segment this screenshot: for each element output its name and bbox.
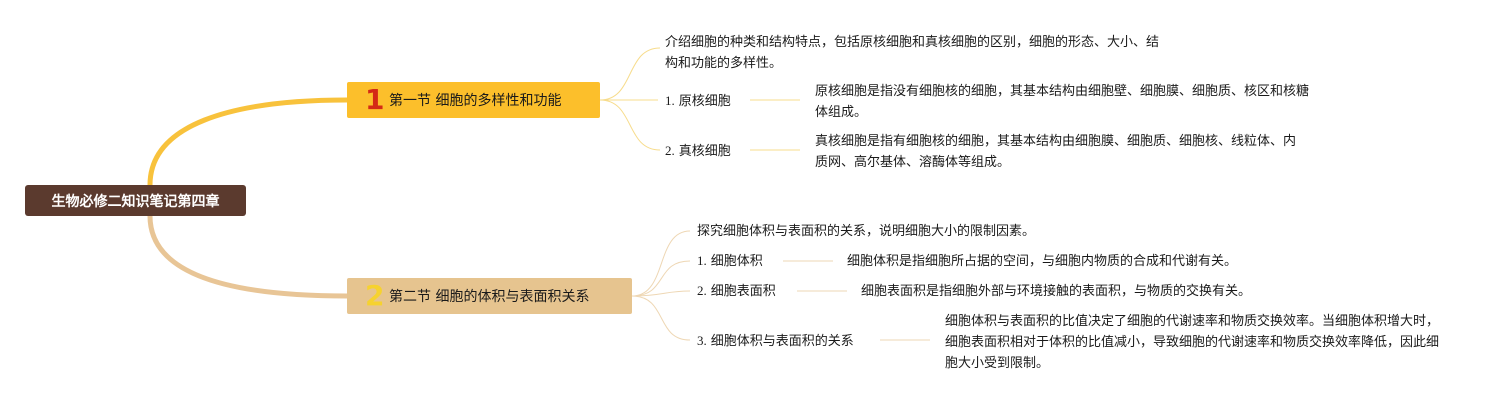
section2-item-volume-detail: 细胞体积是指细胞所占据的空间，与细胞内物质的合成和代谢有关。 [847, 254, 1238, 269]
section-title: 第二节 细胞的体积与表面积关系 [389, 289, 590, 305]
item-index: 2. [697, 283, 707, 298]
branch2-to-item3-connector [631, 295, 691, 341]
section1-item-eukaryote[interactable]: 2.真核细胞 [665, 142, 731, 161]
section2-item-volume[interactable]: 1.细胞体积 [697, 252, 763, 271]
root-node[interactable]: 生物必修二知识笔记第四章 [25, 185, 246, 216]
branch1-to-item2-connector [599, 99, 661, 151]
branch2-to-item2-connector [631, 290, 691, 297]
section2-summary: 探究细胞体积与表面积的关系，说明细胞大小的限制因素。 [697, 224, 1036, 239]
item-index: 1. [665, 93, 675, 108]
section1-item-prokaryote-detail: 原核细胞是指没有细胞核的细胞，其基本结构由细胞壁、细胞膜、细胞质、核区和核糖体组… [815, 84, 1310, 120]
section-number-badge: 2 [365, 279, 385, 312]
section1-item-prokaryote[interactable]: 1.原核细胞 [665, 92, 731, 111]
section2-item-relationship[interactable]: 3.细胞体积与表面积的关系 [697, 332, 854, 351]
root-to-branch2-connector [147, 213, 350, 299]
item-index: 1. [697, 253, 707, 268]
section-title: 第一节 细胞的多样性和功能 [389, 93, 562, 109]
item-index: 3. [697, 333, 707, 348]
item-label: 细胞体积与表面积的关系 [710, 334, 854, 349]
section2-item-surface-area[interactable]: 2.细胞表面积 [697, 282, 776, 301]
section2-item-relationship-detail: 细胞体积与表面积的比值决定了细胞的代谢速率和物质交换效率。当细胞体积增大时，细胞… [945, 314, 1440, 371]
section2-item-surface-area-detail: 细胞表面积是指细胞外部与环境接触的表面积，与物质的交换有关。 [861, 284, 1252, 299]
branch-node-section1[interactable]: 1 第一节 细胞的多样性和功能 [347, 82, 600, 118]
branch1-to-summary-connector [599, 47, 661, 101]
root-title: 生物必修二知识笔记第四章 [51, 193, 220, 210]
branch2-to-summary-connector [631, 230, 691, 297]
item-label: 细胞表面积 [710, 284, 776, 299]
section1-item-eukaryote-detail: 真核细胞是指有细胞核的细胞，其基本结构由细胞膜、细胞质、细胞核、线粒体、内质网、… [815, 134, 1297, 170]
branch-node-section2[interactable]: 2 第二节 细胞的体积与表面积关系 [347, 278, 632, 314]
section-number-badge: 1 [365, 83, 385, 116]
item-label: 细胞体积 [710, 254, 763, 269]
item-label: 真核细胞 [678, 144, 731, 159]
section1-summary: 介绍细胞的种类和结构特点，包括原核细胞和真核细胞的区别，细胞的形态、大小、结构和… [665, 35, 1160, 71]
item-label: 原核细胞 [678, 94, 731, 109]
item-index: 2. [665, 143, 675, 158]
branch2-to-item1-connector [631, 260, 691, 297]
root-to-branch1-connector [147, 97, 350, 188]
